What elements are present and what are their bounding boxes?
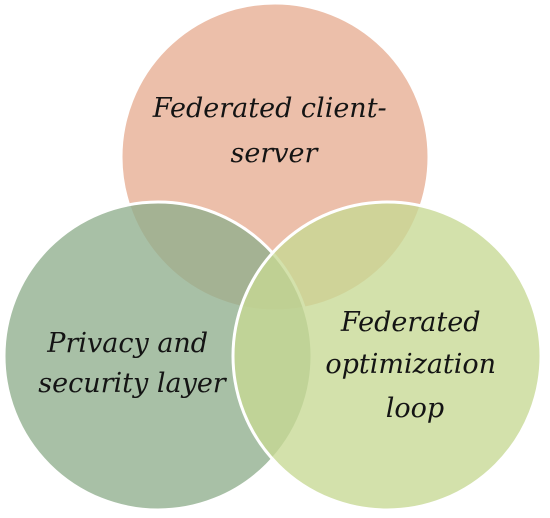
label-federated-optimization-loop: Federated optimization loop [325,307,504,424]
circle-federated-optimization-loop [231,200,543,512]
label-privacy-security-layer: Privacy and security layer [38,328,228,399]
label-federated-client-server: Federated client- server [152,93,396,169]
